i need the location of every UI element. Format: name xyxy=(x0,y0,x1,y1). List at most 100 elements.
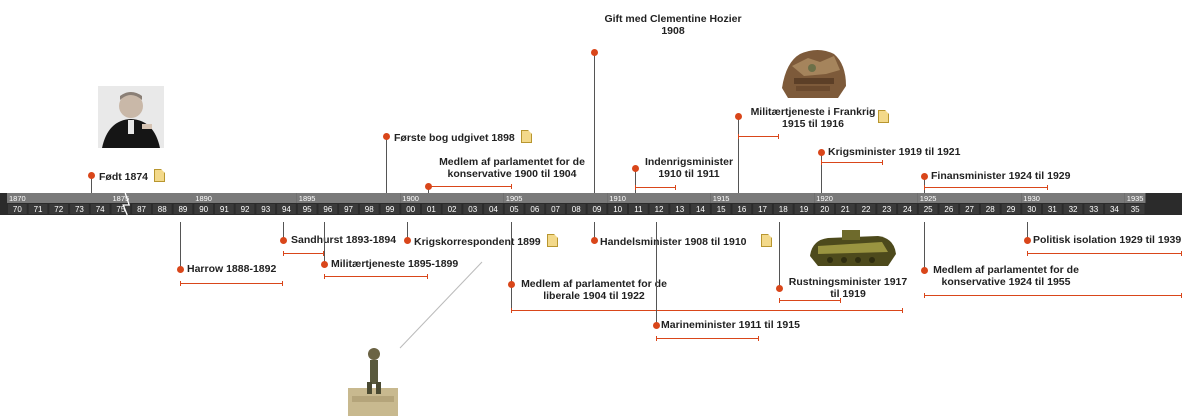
event-duration-bar xyxy=(283,251,324,256)
year-label: 70 xyxy=(13,205,22,214)
note-icon[interactable] xyxy=(878,110,889,123)
event-sandhurst[interactable]: Sandhurst 1893-1894 xyxy=(291,234,397,246)
event-stem xyxy=(511,222,512,310)
event-war-correspondent[interactable]: Krigskorrespondent 1899 xyxy=(414,234,558,248)
event-marker[interactable] xyxy=(404,237,411,244)
year-label: 11 xyxy=(634,205,643,214)
event-marker[interactable] xyxy=(776,285,783,292)
event-label-line1: Rustningsminister 1917 xyxy=(788,276,908,288)
year-label: 93 xyxy=(261,205,270,214)
event-born[interactable]: Født 1874 xyxy=(99,169,166,183)
decade-label: 1930 xyxy=(1023,194,1040,203)
decade-segment xyxy=(193,193,297,203)
note-icon[interactable] xyxy=(154,169,166,182)
year-cell xyxy=(587,204,607,214)
year-cell xyxy=(422,204,441,214)
event-marker[interactable] xyxy=(177,266,184,273)
event-label-line2: 1910 til 1911 xyxy=(658,168,720,180)
event-stem xyxy=(180,222,181,269)
year-cell xyxy=(132,204,151,214)
note-icon[interactable] xyxy=(546,234,558,247)
event-stem xyxy=(924,176,925,193)
event-duration-bar xyxy=(511,308,903,313)
year-label: 10 xyxy=(613,205,622,214)
event-munitions-minister[interactable]: Rustningsminister 1917 til 1919 xyxy=(786,276,910,300)
event-mp-conservative-1900[interactable]: Medlem af parlamentet for de konservativ… xyxy=(432,156,592,180)
year-cell xyxy=(836,204,855,214)
year-label: 71 xyxy=(34,205,43,214)
year-label: 15 xyxy=(717,205,726,214)
event-marker[interactable] xyxy=(818,149,825,156)
decade-label: 1910 xyxy=(609,194,626,203)
year-label: 03 xyxy=(468,205,477,214)
year-label: 94 xyxy=(282,205,291,214)
decade-label: 1875 xyxy=(113,194,130,203)
year-cell xyxy=(608,204,627,214)
year-cell xyxy=(297,204,317,214)
year-cell xyxy=(649,204,669,214)
event-war-minister[interactable]: Krigsminister 1919 til 1921 xyxy=(828,146,961,158)
event-mp-conservative-1924[interactable]: Medlem af parlamentet for de konservativ… xyxy=(928,264,1084,288)
year-label: 27 xyxy=(965,205,974,214)
event-duration-bar xyxy=(180,281,283,286)
decade-segment xyxy=(296,193,401,203)
event-finance-minister[interactable]: Finansminister 1924 til 1929 xyxy=(931,170,1071,182)
year-label: 34 xyxy=(1110,205,1119,214)
event-stem xyxy=(594,222,595,240)
event-military-france[interactable]: Militærtjeneste i Frankrig 1915 til 1916 xyxy=(744,106,882,130)
event-marker[interactable] xyxy=(921,267,928,274)
event-marker[interactable] xyxy=(280,237,287,244)
event-marker[interactable] xyxy=(88,172,95,179)
event-marker[interactable] xyxy=(591,237,598,244)
year-label: 09 xyxy=(592,205,601,214)
event-first-book[interactable]: Første bog udgivet 1898 xyxy=(394,130,532,144)
year-label: 20 xyxy=(820,205,829,214)
event-marker[interactable] xyxy=(1024,237,1031,244)
decade-segment xyxy=(710,193,815,203)
event-marker[interactable] xyxy=(735,113,742,120)
year-label: 08 xyxy=(572,205,581,214)
event-marker[interactable] xyxy=(383,133,390,140)
year-cell xyxy=(1105,204,1124,214)
year-cell xyxy=(525,204,545,214)
event-marker[interactable] xyxy=(632,165,639,172)
year-cell xyxy=(794,204,814,214)
event-harrow[interactable]: Harrow 1888-1892 xyxy=(187,263,277,275)
note-icon[interactable] xyxy=(520,130,532,143)
event-mp-liberal[interactable]: Medlem af parlamentet for de liberale 19… xyxy=(515,278,673,302)
decade-label: 1895 xyxy=(299,194,316,203)
year-cell xyxy=(980,204,1000,214)
year-cell xyxy=(1043,204,1062,214)
year-cell xyxy=(856,204,876,214)
tank-image xyxy=(810,230,896,266)
decade-segment xyxy=(1124,193,1146,203)
year-cell xyxy=(1001,204,1021,214)
event-trade-minister[interactable]: Handelsminister 1908 til 1910 xyxy=(600,234,772,248)
note-icon[interactable] xyxy=(760,234,772,247)
year-label: 32 xyxy=(1069,205,1078,214)
event-navy-minister[interactable]: Marineminister 1911 til 1915 xyxy=(661,319,800,331)
event-marker[interactable] xyxy=(508,281,515,288)
year-label: 22 xyxy=(862,205,871,214)
event-political-isolation[interactable]: Politisk isolation 1929 til 1939 xyxy=(1033,234,1182,246)
year-cell xyxy=(90,204,110,214)
event-marker[interactable] xyxy=(653,322,660,329)
year-label: 33 xyxy=(1089,205,1098,214)
year-label: 14 xyxy=(696,205,705,214)
event-label-line1: Indenrigsminister xyxy=(644,156,734,168)
event-marker[interactable] xyxy=(591,49,598,56)
decade-label: 1915 xyxy=(713,194,730,203)
event-marker[interactable] xyxy=(321,261,328,268)
event-married[interactable]: Gift med Clementine Hozier 1908 xyxy=(594,13,752,37)
year-label: 96 xyxy=(323,205,332,214)
year-cell xyxy=(359,204,379,214)
event-duration-bar xyxy=(924,185,1048,190)
event-label-line1: Medlem af parlamentet for de xyxy=(933,264,1079,276)
event-home-secretary[interactable]: Indenrigsminister 1910 til 1911 xyxy=(630,156,748,180)
event-military-service[interactable]: Militærtjeneste 1895-1899 xyxy=(331,258,459,270)
year-label: 92 xyxy=(241,205,250,214)
decade-label: 1920 xyxy=(816,194,833,203)
event-marker[interactable] xyxy=(921,173,928,180)
connector-line xyxy=(399,261,483,349)
year-cell xyxy=(380,204,400,214)
